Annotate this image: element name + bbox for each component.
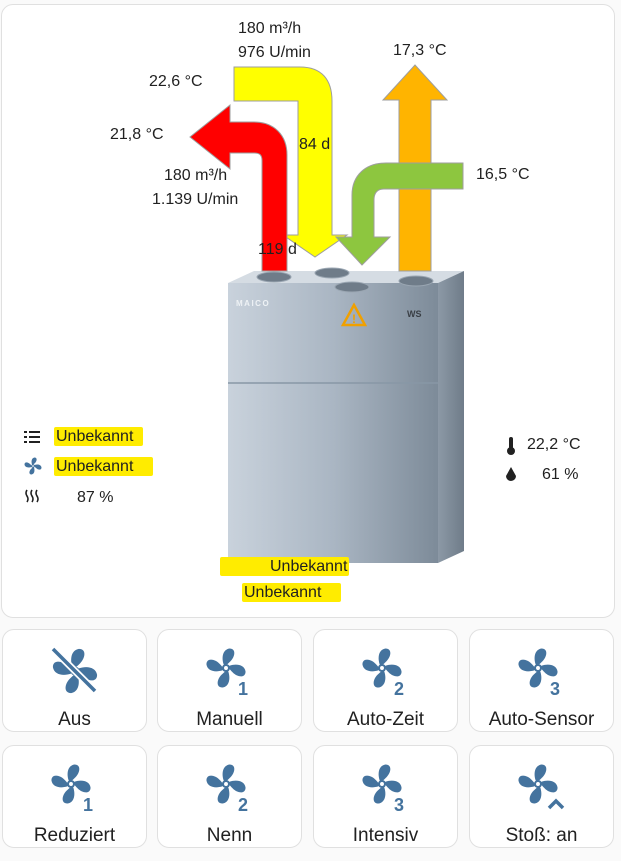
heat-wave-icon — [25, 489, 39, 503]
mode-label: Intensiv — [352, 825, 419, 846]
mode-label: Aus — [58, 709, 91, 730]
bottom-status-1-row[interactable]: Unbekannt — [220, 557, 350, 577]
mode-button-stoss[interactable]: Stoß: an — [469, 745, 614, 848]
exhaust-rpm: 1.139 U/min — [152, 191, 239, 208]
svg-text:3: 3 — [550, 679, 560, 697]
exhaust-out-temp: 21,8 °C — [110, 126, 164, 143]
fan-speed-1-icon: 1 — [205, 647, 248, 697]
fan-chevron-up-icon — [517, 763, 565, 810]
bottom-status-2-row[interactable]: Unbekannt — [242, 583, 342, 603]
mode-label: Stoß: an — [505, 825, 578, 846]
fan-speed-1-icon: 1 — [50, 763, 93, 813]
mode-label: Manuell — [196, 709, 263, 730]
exhaust-flow: 180 m³/h — [164, 167, 228, 184]
mode-status-value: Unbekannt — [54, 427, 144, 446]
brand-logo: MAICO — [236, 299, 270, 308]
model-badge: WS — [407, 309, 422, 319]
outdoor-in-temp: 16,5 °C — [476, 166, 530, 183]
svg-text:!: ! — [352, 312, 356, 326]
outdoor-out-temp: 17,3 °C — [393, 42, 447, 59]
fan-status-row[interactable]: Unbekannt — [54, 457, 154, 477]
mode-button-auto-zeit[interactable]: 2 Auto-Zeit — [313, 629, 458, 732]
mode-button-aus[interactable]: Aus — [2, 629, 147, 732]
room-humidity: 61 % — [542, 466, 579, 483]
fan-speed-3-icon: 3 — [517, 647, 560, 697]
supply-filter-days: 84 d — [299, 136, 331, 153]
red-arrow — [189, 103, 288, 272]
mode-status-row[interactable]: Unbekannt — [54, 427, 144, 447]
unit-upper-panel — [228, 283, 438, 383]
fan-speed-2-icon: 2 — [361, 647, 404, 697]
mode-button-auto-sensor[interactable]: 3 Auto-Sensor — [469, 629, 614, 732]
bottom-status-2: Unbekannt — [242, 583, 342, 602]
room-temperature: 22,2 °C — [527, 436, 581, 453]
svg-text:1: 1 — [238, 679, 248, 697]
mode-label: Auto-Sensor — [488, 709, 595, 730]
svg-text:1: 1 — [83, 795, 93, 813]
supply-in-temp: 22,6 °C — [149, 73, 203, 90]
mode-button-reduziert[interactable]: 1 Reduziert — [2, 745, 147, 848]
warning-icon — [340, 302, 368, 327]
fan-speed-3-icon: 3 — [361, 763, 404, 813]
supply-flow: 180 m³/h — [238, 20, 302, 37]
svg-text:3: 3 — [394, 795, 404, 813]
supply-rpm: 976 U/min — [238, 44, 311, 61]
fan-status-value: Unbekannt — [54, 457, 154, 476]
thermometer-icon — [507, 437, 515, 455]
mode-button-manuell[interactable]: 1 Manuell — [157, 629, 302, 732]
mode-label: Reduziert — [33, 825, 116, 846]
fan-speed-2-icon: 2 — [205, 763, 248, 813]
ventilation-unit-graphic: ! MAICO WS — [189, 64, 464, 563]
humidity-icon — [506, 467, 516, 481]
unit-side — [438, 271, 464, 563]
bottom-status-1: Unbekannt — [220, 557, 350, 576]
mode-button-nenn[interactable]: 2 Nenn — [157, 745, 302, 848]
heat-recovery-value: 87 % — [77, 489, 114, 506]
yellow-arrow — [233, 66, 349, 258]
unit-card: ! MAICO WS 180 m³/h 976 U/min 22,6 °C 21… — [1, 4, 615, 618]
exhaust-filter-days: 119 d — [258, 241, 297, 258]
fan-icon — [24, 457, 42, 475]
unit-lower-panel — [228, 383, 438, 563]
fan-off-icon — [50, 646, 99, 695]
format-list-icon — [24, 431, 40, 443]
svg-text:2: 2 — [238, 795, 248, 813]
svg-text:2: 2 — [394, 679, 404, 697]
mode-button-intensiv[interactable]: 3 Intensiv — [313, 745, 458, 848]
mode-label: Nenn — [206, 825, 253, 846]
mode-label: Auto-Zeit — [346, 709, 425, 730]
green-arrow — [334, 162, 464, 266]
